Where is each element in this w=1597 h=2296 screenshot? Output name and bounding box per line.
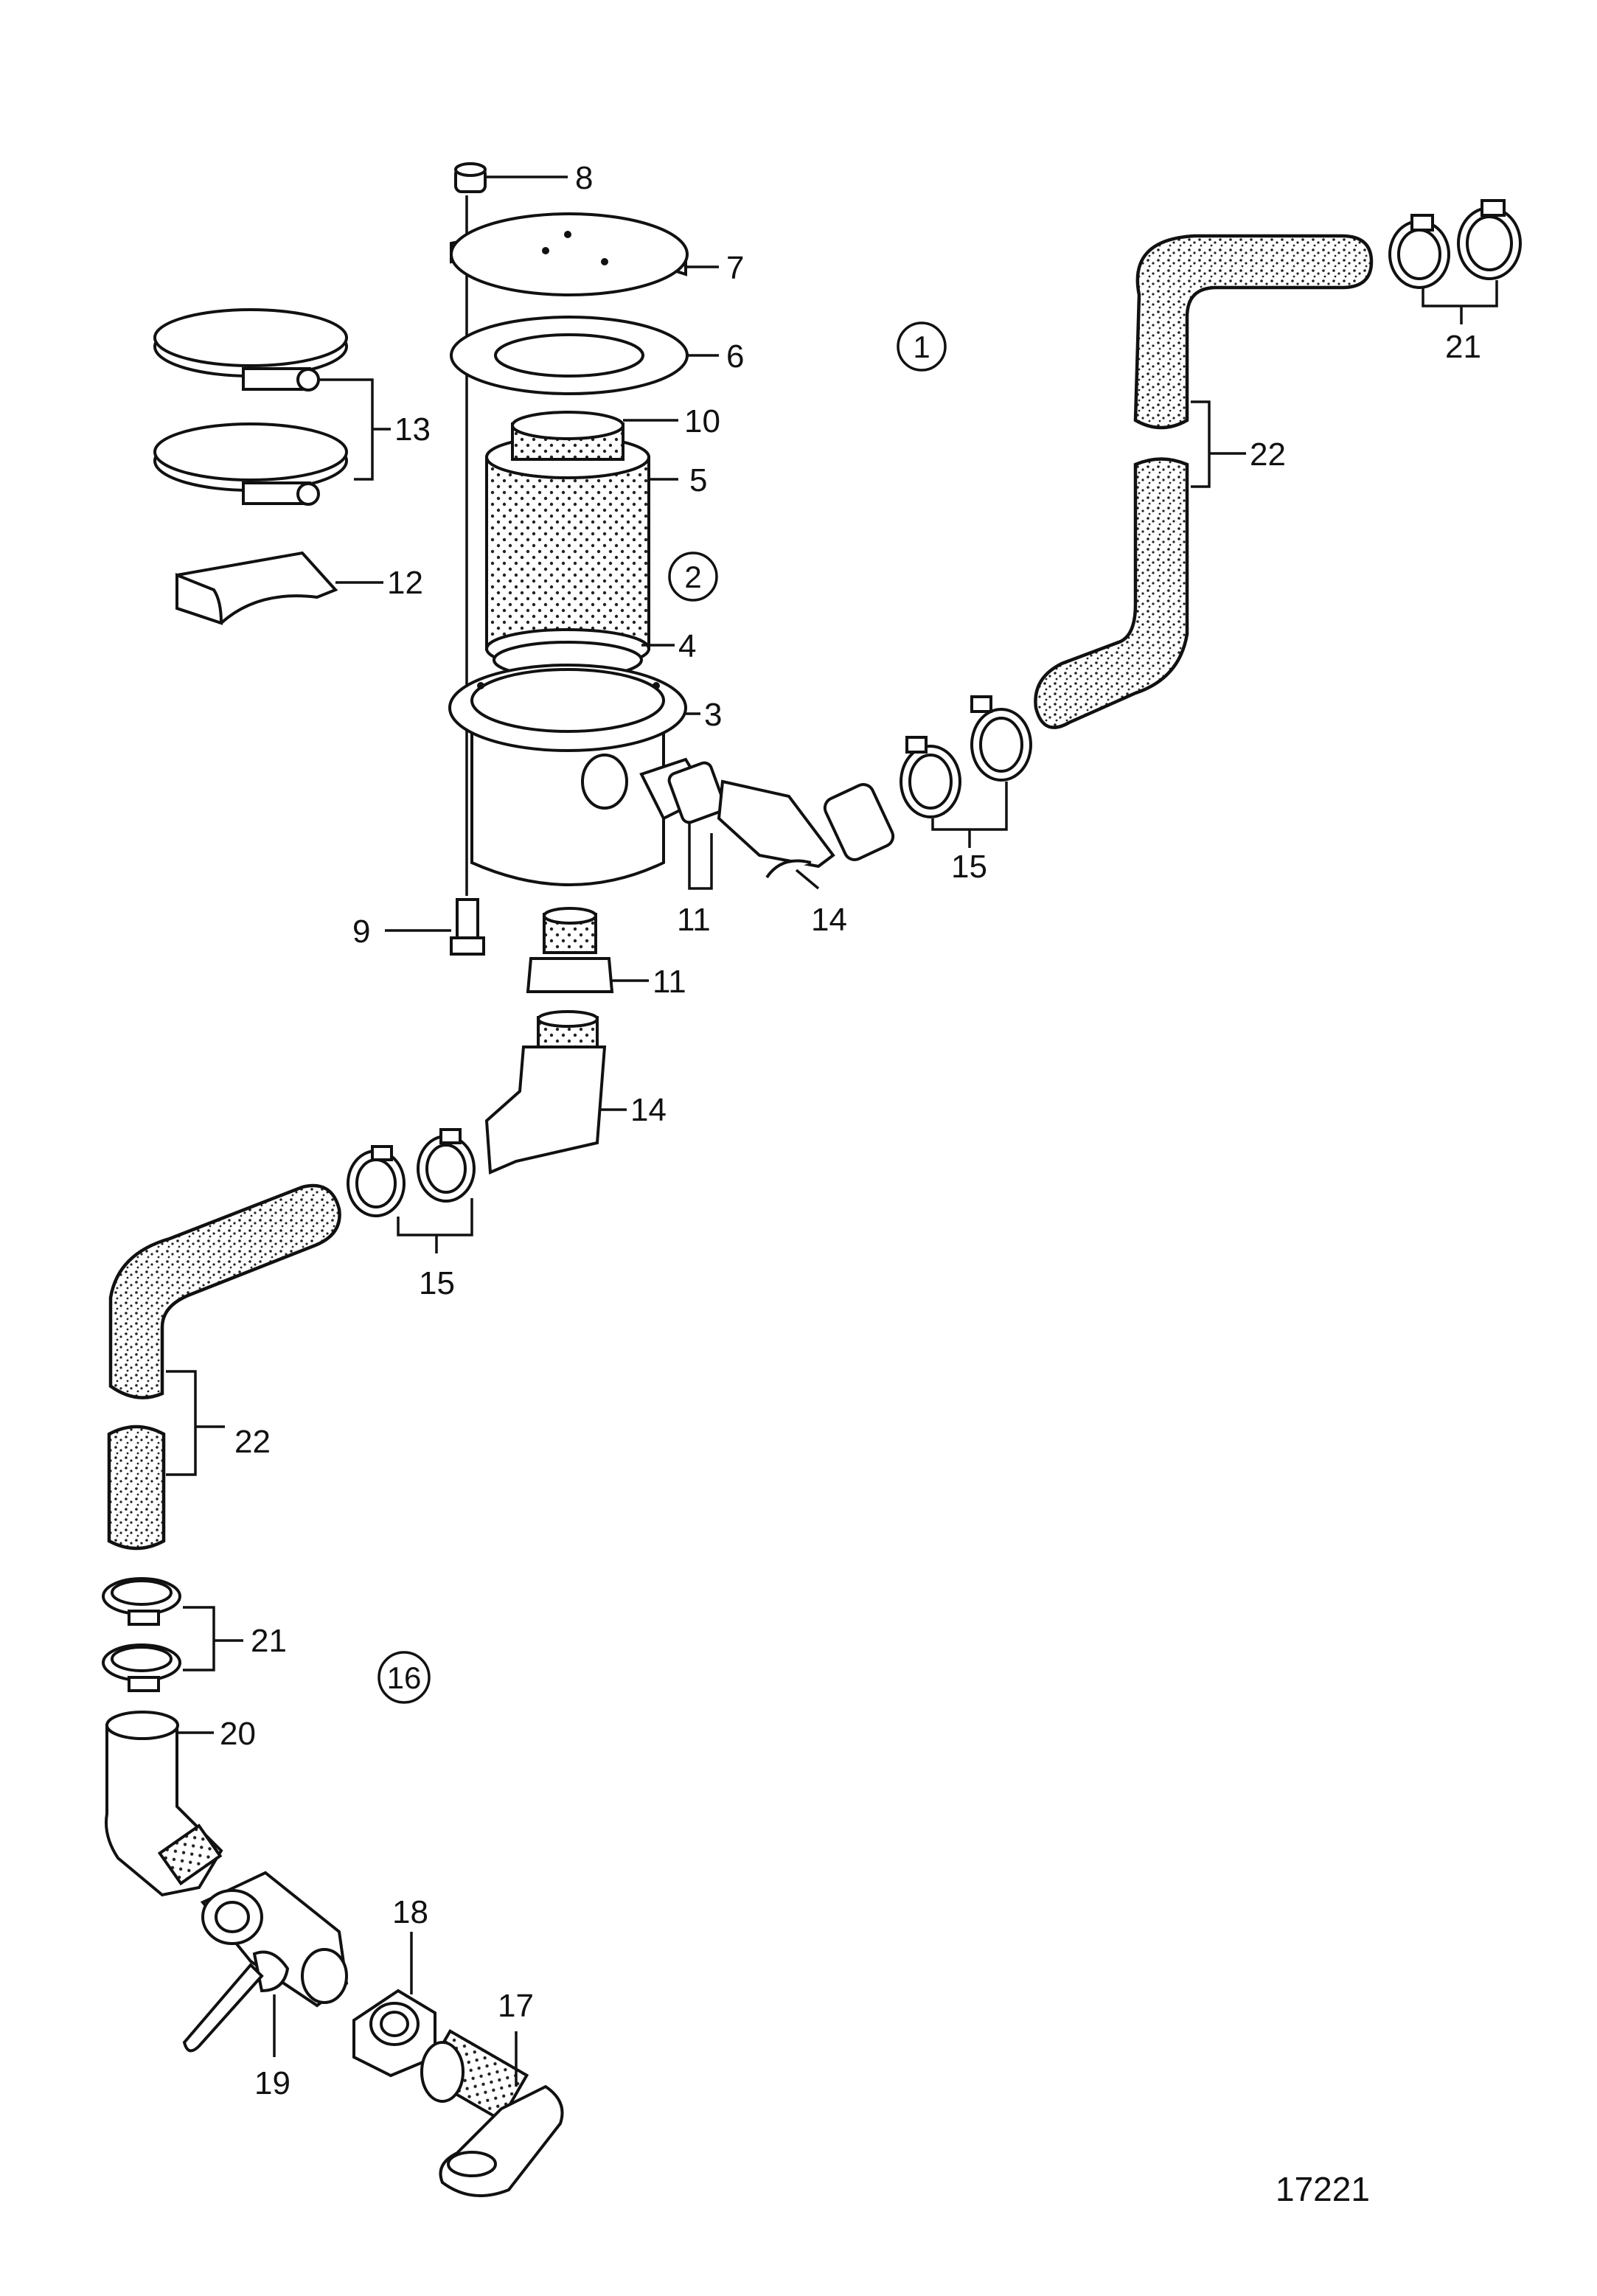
callout-21-upper: 21 [1445,329,1481,365]
cover-gasket [450,316,689,395]
bolt [450,898,485,956]
callout-15-lower: 15 [419,1265,455,1301]
strainer-insert [485,411,650,669]
hull-nut [352,1989,436,2078]
callout-20: 20 [220,1716,256,1752]
ball-valve [182,1871,349,2053]
hose-clamp-large-upper [153,308,348,392]
callout-4: 4 [678,628,696,664]
callout-14-bottom: 14 [630,1092,667,1128]
svg-text:1: 1 [913,330,930,364]
callout-9: 9 [352,914,370,950]
side-adapter-nipple [639,757,726,824]
hose-clamp-large-lower [153,422,348,506]
reference-circle-16: 16 [377,1651,431,1704]
hose-clamp-top-1 [1388,214,1450,289]
cap-nut [454,162,487,193]
reference-circle-2: 2 [668,552,718,602]
callout-21-lower: 21 [251,1623,287,1659]
callout-15-side: 15 [951,849,987,885]
figure-number: 17221 [1276,2170,1370,2208]
hose-lower [107,1183,341,1551]
callout-7: 7 [726,250,744,286]
mounting-bracket [175,551,338,625]
hose-clamp-bottom-2 [102,1643,181,1692]
callout-3: 3 [704,697,722,733]
svg-text:2: 2 [684,560,701,594]
strainer-cover [450,212,689,296]
callout-17: 17 [498,1988,534,2024]
callout-13: 13 [394,411,431,448]
callout-11-bottom: 11 [653,964,686,1000]
callout-14-side: 14 [811,902,847,938]
callout-8: 8 [575,160,593,196]
hose-clamp-side-1 [900,736,961,818]
callout-18: 18 [392,1894,428,1930]
bottom-adapter-nipple [526,907,614,993]
callout-11-side: 11 [677,902,711,938]
hose-clamp-lower-2 [417,1128,476,1203]
callout-6: 6 [726,338,744,375]
side-elbow-fitting [717,779,895,879]
hose-clamp-side-2 [970,695,1032,782]
hose-clamp-bottom-1 [102,1577,181,1626]
callout-10: 10 [684,403,720,439]
hose-upper [1034,234,1374,729]
hose-clamp-top-2 [1457,199,1522,280]
hose-clamp-lower-1 [347,1145,406,1217]
bottom-elbow-fitting [484,1010,607,1175]
callout-19: 19 [254,2065,290,2101]
callout-5: 5 [689,462,707,498]
strainer-housing [448,664,687,886]
callout-12: 12 [387,565,423,601]
hose-elbow-connector [105,1711,223,1897]
callout-22-upper: 22 [1250,436,1286,473]
through-hull-fitting [420,2028,564,2197]
callout-22-lower: 22 [234,1424,271,1460]
reference-circle-1: 1 [897,321,947,372]
svg-text:16: 16 [387,1660,422,1695]
